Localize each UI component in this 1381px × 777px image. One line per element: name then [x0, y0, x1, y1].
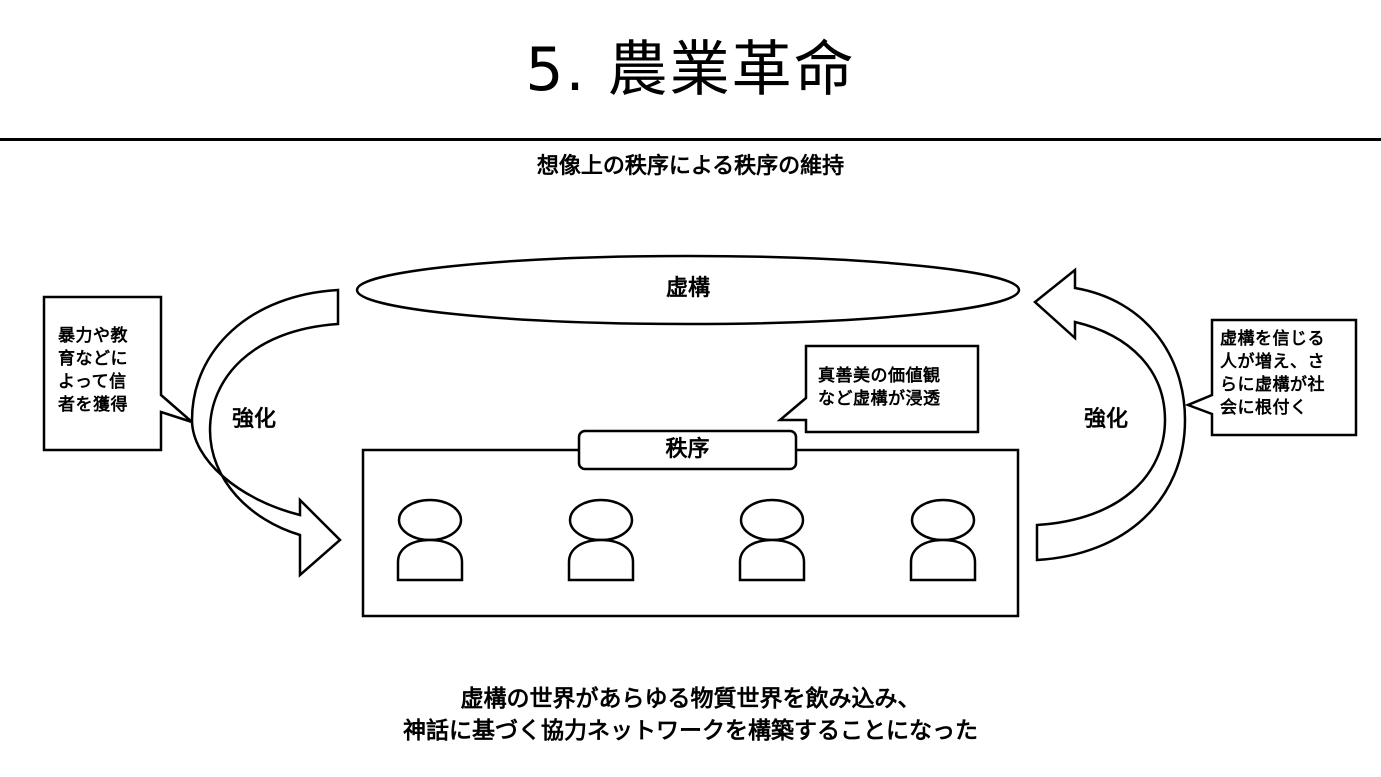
left-curved-arrow: [190, 288, 342, 578]
right-curved-arrow: [1033, 267, 1187, 562]
page-title: 5. 農業革命: [525, 35, 856, 105]
left-note-text: 暴力や教 育などに よって信 者を獲得: [58, 326, 128, 415]
person-icon: [567, 498, 635, 582]
left-note-callout: [42, 295, 193, 452]
person-icon: [909, 498, 977, 582]
right-reinforce-label: 強化: [1083, 407, 1128, 432]
order-label-box: [577, 429, 798, 471]
right-note-text: 虚構を信じる 人が増え、さ らに虚構が社 会に根付く: [1220, 329, 1325, 418]
conclusion: 虚構の世界があらゆる物質世界を飲み込み、 神話に基づく協力ネットワークを構築する…: [0, 683, 1381, 747]
left-reinforce-label: 強化: [231, 407, 276, 432]
order-label: 秩序: [665, 437, 710, 462]
title-divider: [0, 138, 1381, 141]
fiction-label: 虚構: [665, 276, 710, 301]
fiction-ellipse: [355, 254, 1021, 326]
conclusion-line-1: 虚構の世界があらゆる物質世界を飲み込み、: [460, 686, 921, 712]
person-icon: [396, 498, 464, 582]
center-note-callout: [776, 344, 980, 434]
center-note-text: 真善美の価値観 など虚構が浸透: [818, 366, 941, 409]
subtitle: 想像上の秩序による秩序の維持: [536, 154, 845, 179]
order-box: [361, 448, 1020, 618]
person-icon: [738, 498, 806, 582]
conclusion-line-2: 神話に基づく協力ネットワークを構築することになった: [403, 718, 978, 744]
right-note-callout: [1184, 318, 1358, 437]
